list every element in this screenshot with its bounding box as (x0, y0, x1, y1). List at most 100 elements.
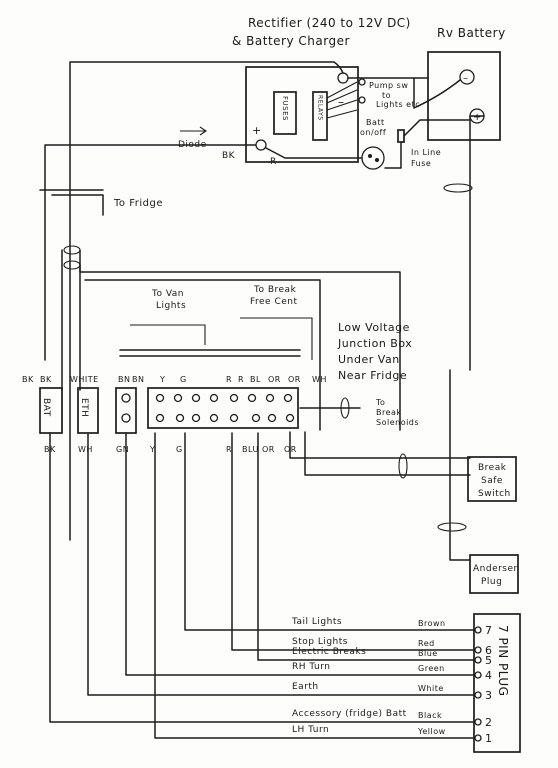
cable-tie-3 (443, 183, 473, 193)
plug-pin-number: 4 (485, 669, 493, 682)
rectifier-neg-terminal (337, 72, 349, 84)
anderson-wire (449, 369, 471, 561)
strip-terminal (191, 393, 201, 403)
rectifier-pos-terminal (255, 139, 267, 151)
strip-terminal (265, 393, 275, 403)
top-wire-label: BN (132, 375, 144, 384)
plug-pin-color: Black (418, 711, 442, 720)
strip-terminal (191, 413, 201, 423)
strip-terminal (209, 393, 219, 403)
rv-battery-box (427, 51, 501, 141)
earth-loop-wire (69, 61, 344, 541)
relays-label: RELAYS (317, 95, 324, 121)
plug-pin-color: Red (418, 639, 435, 648)
inline-fuse-label-2: Fuse (411, 159, 431, 168)
batt-switch-pin-a (368, 154, 372, 158)
batt-onoff-label-2: on/off (360, 128, 386, 137)
top-wire-label: BN (118, 375, 130, 384)
plug-pin-number: 6 (485, 644, 493, 657)
pump-terminal-1 (358, 78, 366, 86)
main-terminal-strip (147, 387, 299, 429)
rv-battery-title: Rv Battery (437, 26, 506, 40)
inline-fuse (397, 129, 405, 143)
strip-terminal (155, 393, 165, 403)
plug-pin-function: Tail Lights (291, 617, 342, 627)
bat-block (39, 387, 63, 434)
strip-terminal (229, 393, 239, 403)
strip-terminal (283, 393, 293, 403)
cable-tie-2 (63, 260, 81, 270)
bottom-wire-label: BLU (242, 445, 259, 454)
plug-pin-function: Stop Lights (292, 637, 348, 647)
batt-onoff-label-1: Batt (366, 118, 385, 127)
jb-label-3: Under Van (338, 353, 400, 366)
strip-terminal (209, 413, 219, 423)
plug-pin-function: RH Turn (292, 662, 330, 672)
r-label: R (270, 157, 277, 167)
solenoids-label-1: To (375, 398, 385, 407)
plug-pin-color: Blue (418, 649, 438, 658)
cable-tie-6 (437, 522, 467, 532)
jb-label-1: Low Voltage (338, 321, 410, 334)
to-van-label-2: Lights (156, 301, 186, 311)
anderson-label-2: Plug (481, 577, 502, 587)
strip-terminal (267, 413, 277, 423)
bottom-wire-label: GN (116, 445, 129, 454)
top-wire-label: G (180, 375, 187, 384)
cable-tie-5 (398, 453, 408, 479)
diode-wire (44, 144, 256, 361)
strip-terminal (285, 413, 295, 423)
plug-pin-color: Brown (418, 619, 446, 628)
plug-pin-function: Accessory (fridge) Batt (292, 709, 407, 719)
seven-pin-plug-box (473, 613, 521, 753)
top-wire-label: WH (312, 375, 327, 384)
top-wire-label: R (226, 375, 232, 384)
fuse-to-switch (384, 141, 402, 169)
jb-label-2: Junction Box (337, 337, 412, 350)
rectifier-title: Rectifier (240 to 12V DC) (248, 16, 411, 30)
battery-pos-sign: + (473, 112, 482, 123)
battery-neg-sign: – (463, 73, 469, 84)
solenoids-label-3: Solenoids (376, 418, 419, 427)
pump-terminal-2 (358, 96, 366, 104)
plus-sign: + (252, 124, 262, 137)
top-wire-label: Y (159, 375, 165, 384)
battery-neg-terminal (459, 69, 475, 85)
top-wire-label: BK (22, 375, 34, 384)
plug-pin-terminal (474, 646, 482, 654)
bat-block-label: BAT (41, 398, 51, 417)
gn-term-1 (121, 393, 131, 403)
relay-wires (326, 81, 358, 119)
eth-block-label: ETH (79, 398, 89, 417)
pump-label: Pump sw (369, 81, 408, 90)
gn-term-2 (121, 413, 131, 423)
bottom-wire-label: G (176, 445, 183, 454)
solenoids-label-2: Break (376, 408, 402, 417)
plug-pin-function: Electric Breaks (292, 647, 366, 657)
plug-pin-color: Yellow (417, 727, 446, 736)
switch-to-rectifier (265, 147, 363, 159)
fridge-wires (39, 189, 104, 216)
bottom-wire-label: R (226, 445, 232, 454)
strip-terminal (173, 393, 183, 403)
batt-switch-pin-b (375, 158, 379, 162)
plug-pin-terminal (474, 656, 482, 664)
strip-terminal (155, 413, 165, 423)
fuses-label: FUSES (281, 96, 289, 121)
strip-terminal (229, 413, 239, 423)
anderson-plug-box (469, 554, 519, 594)
diode-label: Diode (178, 140, 207, 150)
minus-sign: – (338, 95, 345, 109)
top-wire-label: OR (268, 375, 281, 384)
to-break-label-2: Free Cent (250, 297, 298, 307)
to-break-label-1: To Break (253, 285, 297, 295)
to-fridge-label: To Fridge (113, 198, 163, 209)
charger-title: & Battery Charger (232, 34, 350, 48)
plug-pin-color: Green (418, 664, 445, 673)
lights-etc-label: Lights etc (376, 100, 420, 109)
safe-switch-label-1: Break (478, 463, 507, 473)
plug-feed-wires (49, 432, 479, 739)
